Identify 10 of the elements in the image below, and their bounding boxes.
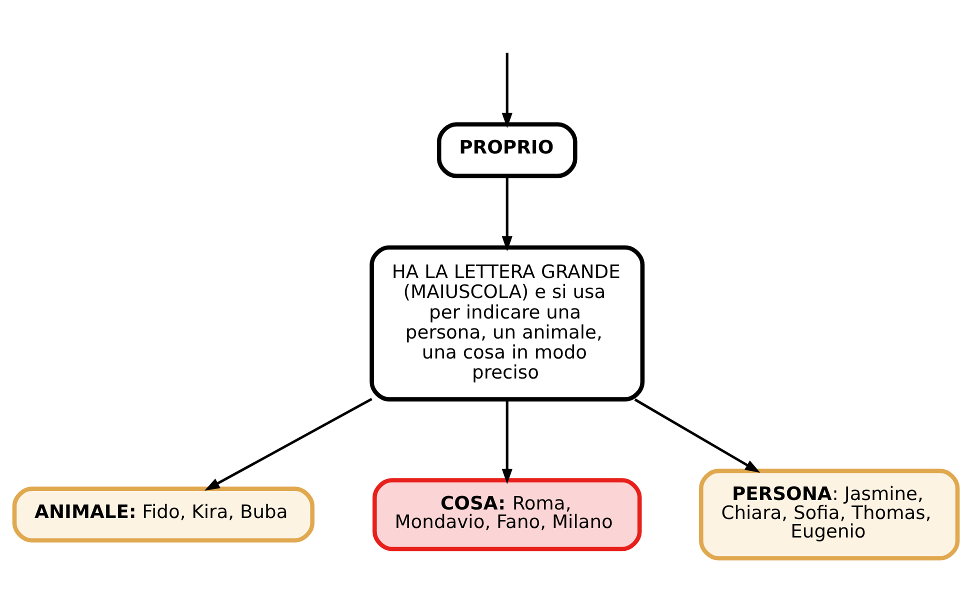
- arrow: [502, 52, 512, 128]
- node-box: ANIMALE: Fido, Kira, Buba: [12, 486, 315, 542]
- node-box: COSA: Roma, Mondavio, Fano, Milano: [372, 478, 642, 551]
- node-box: PERSONA: Jasmine, Chiara, Sofia, Thomas, Eugenio: [699, 468, 960, 560]
- node-box: HA LA LETTERA GRANDE (MAIUSCOLA) e si usa per indicare una persona, un animale, una cosa in modo preciso: [370, 244, 645, 401]
- arrow: [204, 397, 372, 490]
- arrow: [502, 175, 512, 251]
- arrow: [502, 399, 512, 484]
- node-box: PROPRIO: [436, 122, 578, 178]
- arrow: [634, 398, 760, 472]
